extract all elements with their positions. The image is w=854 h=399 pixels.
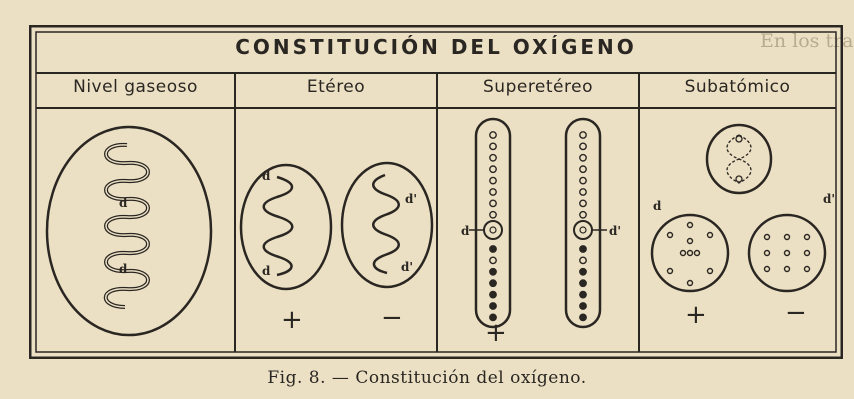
superetereo-dot bbox=[489, 142, 497, 151]
column-header-etereo: Etéreo bbox=[306, 77, 366, 97]
superetereo-dot bbox=[489, 279, 497, 288]
superetereo-dot bbox=[489, 245, 497, 253]
superetereo-left-center bbox=[483, 220, 503, 240]
superetereo-dot bbox=[489, 256, 497, 265]
outer-border bbox=[29, 25, 843, 359]
superetereo-dot bbox=[579, 188, 587, 196]
subatomic-dot bbox=[803, 249, 811, 257]
subatomic-label-right: d' bbox=[823, 192, 835, 206]
superetereo-dot bbox=[489, 302, 497, 310]
gas-helix bbox=[103, 142, 150, 309]
etereo-right-label-bottom: d' bbox=[401, 260, 413, 274]
superetereo-dot bbox=[579, 142, 587, 151]
superetereo-dot bbox=[489, 153, 497, 162]
superetereo-dot bbox=[489, 176, 497, 185]
superetereo-left-dots bbox=[489, 131, 497, 322]
superetereo-dot bbox=[579, 176, 587, 185]
superetereo-dot bbox=[489, 131, 497, 139]
superetereo-right-center bbox=[573, 220, 593, 240]
gas-label-top: d bbox=[119, 196, 128, 210]
subatomic-dot bbox=[763, 233, 771, 241]
subatomic-left-dots bbox=[666, 221, 714, 287]
subatomic-dot bbox=[803, 265, 811, 273]
subatomic-dot bbox=[686, 279, 694, 287]
gas-ellipse bbox=[45, 125, 213, 337]
etereo-right-wave bbox=[372, 173, 400, 275]
subatomic-top-circle bbox=[705, 123, 773, 195]
subatomic-dot bbox=[679, 249, 687, 257]
subatomic-dot bbox=[693, 249, 701, 257]
superetereo-dot bbox=[489, 165, 497, 174]
superetereo-dot bbox=[579, 153, 587, 162]
figure-frame: d d d d d' d' + − d d' + bbox=[29, 25, 843, 359]
superetereo-dot bbox=[579, 199, 587, 208]
subatomic-dot bbox=[706, 267, 714, 275]
etereo-plus-sign: + bbox=[281, 305, 303, 335]
subatomic-dot bbox=[783, 265, 791, 273]
subatomic-left-circle bbox=[650, 213, 730, 293]
etereo-minus-sign: − bbox=[381, 303, 403, 333]
superetereo-label-left: d bbox=[461, 224, 470, 238]
subatomic-dot bbox=[763, 249, 771, 257]
superetereo-dot bbox=[489, 313, 497, 322]
subatomic-dot bbox=[783, 233, 791, 241]
subatomic-dot bbox=[686, 249, 694, 257]
superetereo-dot bbox=[579, 256, 587, 265]
superetereo-dot bbox=[489, 188, 497, 196]
subatomic-dot bbox=[686, 221, 694, 229]
gas-label-bottom: d bbox=[119, 262, 128, 276]
etereo-right-ellipse bbox=[340, 161, 434, 289]
subatomic-dot bbox=[666, 231, 674, 239]
subatomic-dot bbox=[666, 267, 674, 275]
subatomic-right-circle bbox=[747, 213, 827, 293]
etereo-left-label-bottom: d bbox=[262, 264, 271, 278]
subatomic-plus-sign: + bbox=[685, 300, 707, 330]
column-header-superetereo: Superetéreo bbox=[483, 77, 593, 97]
figure-drawing: d d d d d' d' + − d d' + bbox=[29, 25, 843, 359]
superetereo-left-capsule bbox=[474, 117, 512, 329]
superetereo-dot bbox=[579, 165, 587, 174]
bleed-through-text: En los trat bbox=[760, 30, 854, 52]
subatomic-dot bbox=[763, 265, 771, 273]
subatomic-label-left: d bbox=[653, 199, 662, 213]
subatomic-dot bbox=[783, 249, 791, 257]
subatomic-dot bbox=[706, 231, 714, 239]
superetereo-dot bbox=[579, 302, 587, 310]
superetereo-plus-sign: + bbox=[485, 318, 507, 348]
column-header-subatomico: Subatómico bbox=[684, 77, 791, 97]
figure-title: CONSTITUCIÓN DEL OXÍGENO bbox=[235, 35, 637, 59]
superetereo-label-right: d' bbox=[609, 224, 621, 238]
etereo-left-ellipse bbox=[239, 163, 333, 291]
superetereo-dot bbox=[489, 267, 497, 276]
column-header-nivel-gaseoso: Nivel gaseoso bbox=[73, 77, 198, 97]
superetereo-dot bbox=[579, 279, 587, 288]
superetereo-dot bbox=[579, 131, 587, 139]
superetereo-dot bbox=[579, 210, 587, 219]
superetereo-dot bbox=[579, 290, 587, 299]
etereo-right-label-top: d' bbox=[405, 192, 417, 206]
superetereo-dot bbox=[579, 245, 587, 253]
superetereo-dot bbox=[489, 210, 497, 219]
subatomic-minus-sign: − bbox=[785, 298, 807, 328]
subatomic-dot bbox=[803, 233, 811, 241]
superetereo-right-dots bbox=[579, 131, 587, 322]
etereo-left-label-top: d bbox=[262, 169, 271, 183]
subatomic-dot bbox=[686, 237, 694, 245]
superetereo-dot bbox=[489, 290, 497, 299]
superetereo-dot bbox=[579, 313, 587, 322]
subatomic-right-dots bbox=[763, 233, 811, 273]
etereo-left-wave bbox=[262, 175, 294, 277]
figure-caption: Fig. 8. — Constitución del oxígeno. bbox=[267, 368, 587, 388]
superetereo-dot bbox=[579, 267, 587, 276]
superetereo-right-capsule bbox=[564, 117, 602, 329]
superetereo-dot bbox=[489, 199, 497, 208]
